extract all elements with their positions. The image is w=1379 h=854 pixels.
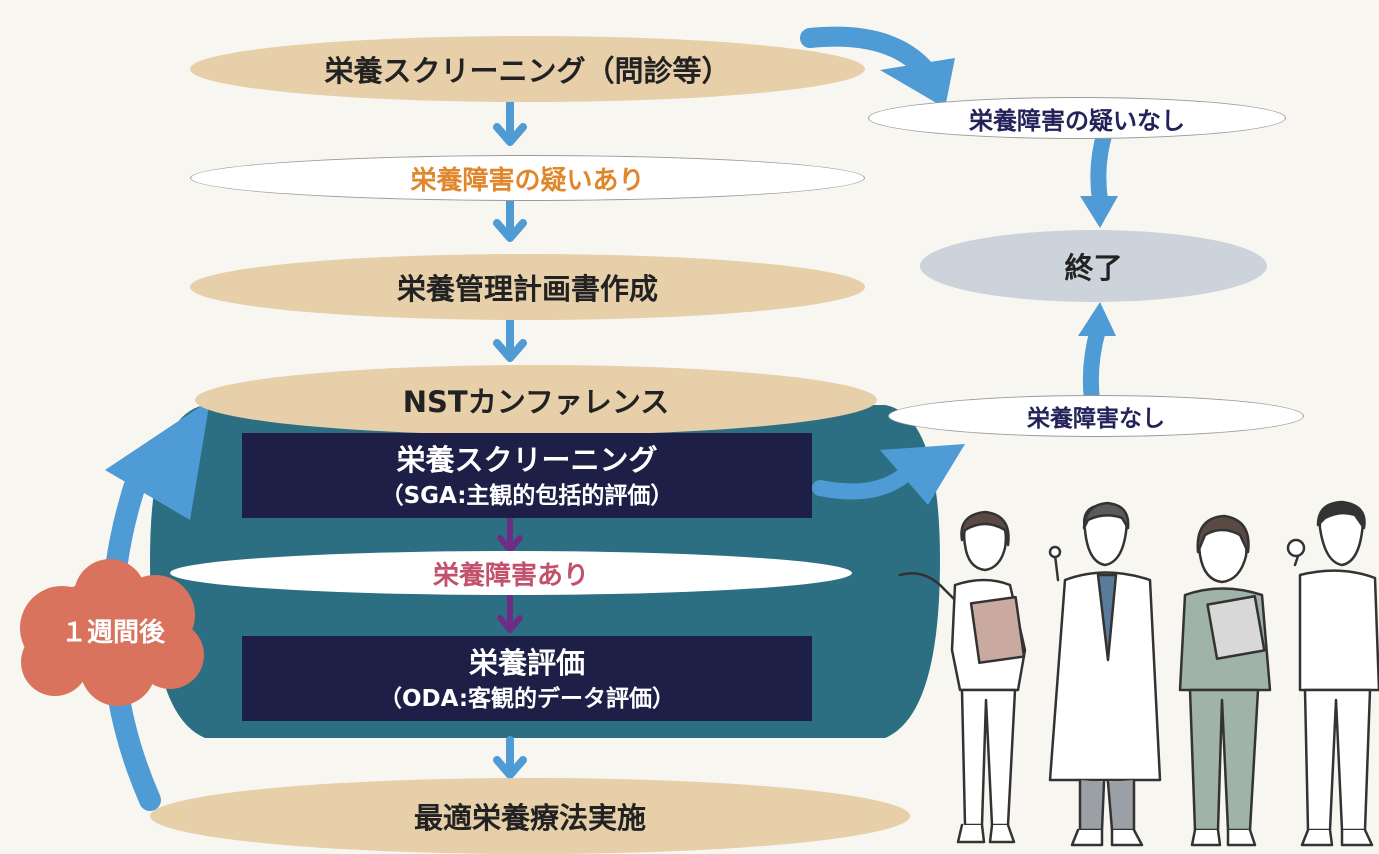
arrow-no-disorder-to-end (1082, 322, 1106, 408)
cloud-week-label: １週間後 (60, 617, 165, 648)
node-suspect-yes: 栄養障害の疑いあり (190, 155, 865, 201)
oda-title: 栄養評価 (468, 645, 585, 680)
node-therapy: 最適栄養療法実施 (150, 778, 910, 854)
node-disorder-yes: 栄養障害あり (170, 551, 852, 595)
oda-subtitle: （ODA:客観的データ評価） (378, 685, 676, 712)
node-plan: 栄養管理計画書作成 (190, 254, 865, 320)
loop-arrow-head (105, 400, 210, 520)
node-nst: NSTカンファレンス (195, 365, 877, 435)
cloud-shape (20, 559, 204, 706)
nurse-scrubs-figure (1178, 514, 1272, 847)
doctor-figure (1048, 501, 1162, 847)
purple-arrows (497, 517, 523, 633)
nurse-with-clipboard-figure (898, 510, 1027, 844)
node-suspect-no: 栄養障害の疑いなし (868, 97, 1286, 139)
sga-subtitle: （SGA:主観的包括的評価） (380, 482, 674, 509)
down-arrows (493, 98, 527, 779)
node-end: 終了 (920, 230, 1267, 302)
staff-fist-figure (1286, 500, 1379, 847)
box-oda: 栄養評価 （ODA:客観的データ評価） (242, 636, 812, 721)
node-no-disorder: 栄養障害なし (888, 395, 1304, 437)
sga-title: 栄養スクリーニング (396, 442, 658, 477)
box-sga: 栄養スクリーニング （SGA:主観的包括的評価） (242, 433, 812, 518)
node-screening: 栄養スクリーニング（問診等） (190, 36, 865, 102)
arrow-screening-to-suspect-no (800, 26, 935, 80)
